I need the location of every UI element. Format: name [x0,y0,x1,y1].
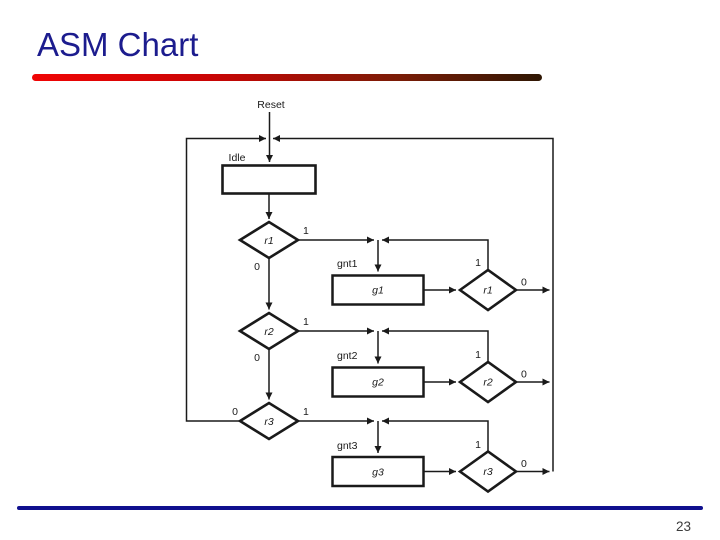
state-box-g2 [331,366,425,398]
branch-zero-label: 0 [232,406,238,418]
grant-signal-gnt3-label: gnt3 [337,440,358,452]
state-g2-label: g2 [372,377,384,389]
row-r3: r3 0 1 gnt3 g3 r3 1 0 [232,401,550,494]
branch-zero-label: 0 [254,261,260,273]
branch-one-label: 1 [475,439,481,451]
reset-label: Reset [257,99,285,111]
page-number: 23 [676,519,692,534]
slide-title: ASM Chart [37,26,199,63]
return-path-left [185,135,266,422]
state-box-g3 [331,455,425,488]
decision-r3-right-label: r3 [483,466,492,478]
decision-r2-right-label: r2 [483,377,492,389]
idle-state-box [221,164,317,195]
return-path-right [273,135,554,472]
branch-zero-label: 0 [254,352,260,364]
branch-zero-label: 0 [521,277,527,289]
state-g1-label: g1 [372,285,384,297]
grant-signal-gnt2-label: gnt2 [337,350,358,362]
branch-one-label: 1 [475,349,481,361]
state-g3-label: g3 [372,467,384,479]
branch-one-label: 1 [303,406,309,418]
decision-r3-left-label: r3 [264,416,273,428]
idle-state-label: Idle [229,152,246,164]
branch-one-label: 1 [475,257,481,269]
grant-signal-gnt1-label: gnt1 [337,258,358,270]
flow-recheck-r1-return [382,236,489,269]
flow-recheck-r3-return [382,417,489,451]
branch-zero-label: 0 [521,458,527,470]
state-box-g1 [331,274,425,306]
decision-r2-left-label: r2 [264,326,273,338]
accent-bar [32,74,542,81]
branch-one-label: 1 [303,316,309,328]
branch-zero-label: 0 [521,369,527,381]
branch-one-label: 1 [303,225,309,237]
row-r1: r1 1 0 gnt1 g1 r1 1 0 [237,220,550,312]
row-r2: r2 1 0 gnt2 g2 r2 1 0 [237,311,550,404]
flow-recheck-r2-return [382,327,489,361]
decision-r1-left-label: r1 [264,235,273,247]
decision-r1-right-label: r1 [483,285,492,297]
footer-divider [17,506,703,510]
